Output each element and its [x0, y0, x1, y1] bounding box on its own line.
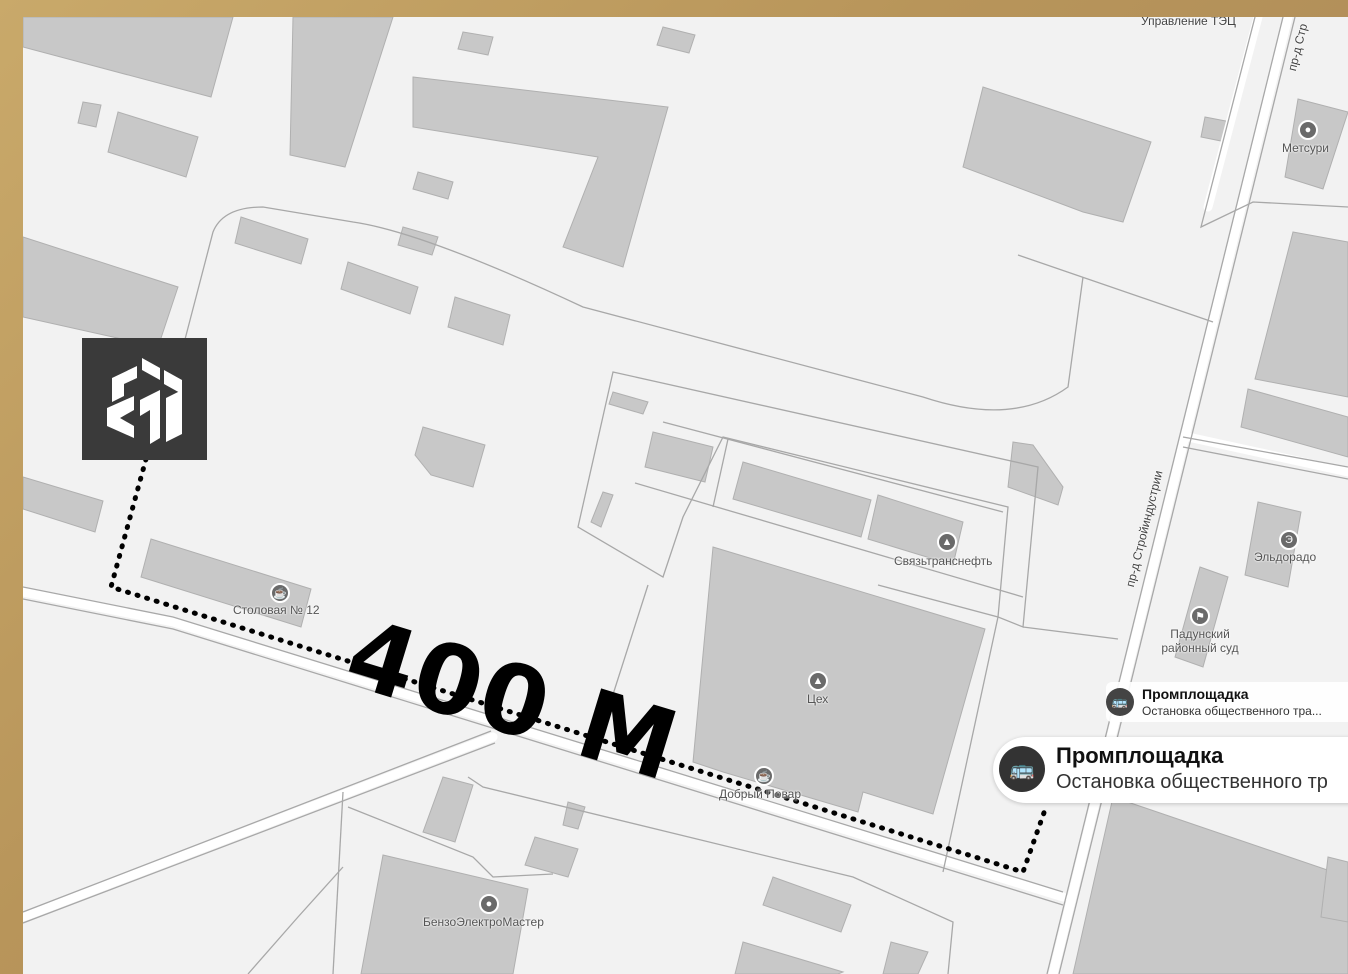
building — [590, 491, 614, 528]
bus-stop-small[interactable]: 🚌 Промплощадка Остановка общественного т… — [1106, 682, 1348, 722]
building — [397, 226, 439, 256]
label-sud[interactable]: Падунский районный суд — [1161, 627, 1239, 655]
building — [414, 426, 486, 488]
building — [1240, 388, 1348, 458]
building — [562, 801, 586, 830]
store-icon[interactable]: Э — [1279, 530, 1299, 550]
label-eldorado[interactable]: Эльдорадо — [1254, 550, 1317, 564]
label-svyaz[interactable]: Связьтранснефть — [894, 554, 993, 568]
building — [340, 261, 419, 315]
building — [1254, 231, 1348, 398]
pin-icon[interactable]: ● — [479, 894, 499, 914]
building — [412, 76, 669, 268]
bus-icon: 🚌 — [1106, 688, 1134, 716]
cafe-icon[interactable]: ☕ — [754, 766, 774, 786]
logo-mark-icon — [107, 358, 182, 444]
building — [23, 17, 234, 98]
label-tseh[interactable]: Цех — [807, 692, 829, 706]
building-cex — [692, 546, 986, 815]
road-top — [1203, 17, 1263, 212]
pin-icon[interactable]: ● — [1298, 120, 1318, 140]
building — [608, 391, 649, 415]
stop-name: Промплощадка — [1142, 686, 1249, 702]
label-upravlenie: Управление ТЭЦ — [1141, 17, 1236, 28]
building — [1244, 501, 1302, 588]
building — [360, 854, 529, 974]
company-logo — [82, 338, 207, 460]
map-layer — [23, 17, 1348, 974]
factory-icon[interactable]: ▲ — [937, 532, 957, 552]
building — [962, 86, 1152, 223]
road-stroyindustrii — [1048, 17, 1293, 974]
map-canvas[interactable]: пр-д Стройиндустрии пр-д Стр Управление … — [23, 17, 1348, 974]
walking-route — [107, 456, 1049, 876]
building — [422, 776, 474, 843]
road-main — [23, 587, 1068, 902]
cafe-icon[interactable]: ☕ — [270, 583, 290, 603]
stop-type: Остановка общественного тра... — [1142, 704, 1322, 718]
building — [644, 431, 714, 483]
road-sw — [23, 732, 498, 922]
building — [412, 171, 454, 200]
building — [447, 296, 511, 346]
building — [524, 836, 579, 878]
flag-icon[interactable]: ⚑ — [1190, 606, 1210, 626]
building — [882, 941, 929, 974]
building — [762, 876, 852, 933]
building — [1072, 796, 1348, 974]
stop-name: Промплощадка — [1056, 743, 1224, 768]
building — [23, 236, 179, 348]
label-benzo[interactable]: БензоЭлектроМастер — [423, 915, 544, 929]
building — [1320, 856, 1348, 923]
label-stolovaya[interactable]: Столовая № 12 — [233, 603, 320, 617]
building — [734, 941, 845, 974]
building — [23, 476, 104, 533]
factory-icon[interactable]: ▲ — [808, 671, 828, 691]
building — [107, 111, 199, 178]
building — [457, 31, 494, 56]
building — [289, 17, 394, 168]
label-metsuri[interactable]: Метсури — [1282, 141, 1330, 155]
building — [1007, 441, 1064, 506]
building — [77, 101, 102, 128]
building — [656, 26, 696, 54]
building — [140, 538, 312, 628]
label-dobry[interactable]: Добрый Повар — [719, 787, 802, 801]
bus-icon: 🚌 — [999, 746, 1045, 792]
bus-stop-callout[interactable]: 🚌 Промплощадка Остановка общественного т… — [993, 737, 1348, 803]
stop-type: Остановка общественного тр — [1056, 771, 1328, 793]
building — [732, 461, 872, 538]
building — [234, 216, 309, 265]
